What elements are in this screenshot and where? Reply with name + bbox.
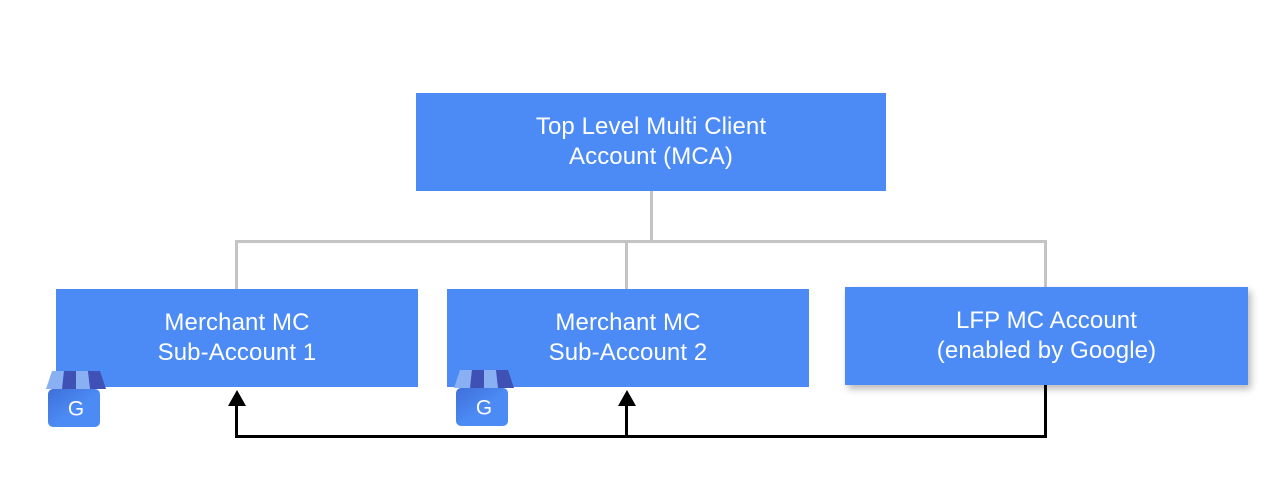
connector-drop-lfp [1044, 240, 1047, 288]
feedback-line-lfp-stem [1044, 385, 1047, 438]
node-top-level-mca[interactable]: Top Level Multi Client Account (MCA) [416, 93, 886, 191]
node-merchant-mc-sub-account-1[interactable]: Merchant MC Sub-Account 1 [56, 289, 418, 387]
connector-horizontal-bus [235, 240, 1046, 243]
gbp-icon-letter: G [476, 397, 492, 420]
feedback-line-sub2-stem [625, 404, 628, 437]
google-business-profile-storefront-icon: G [454, 370, 514, 426]
connector-drop-sub2 [625, 240, 628, 290]
google-business-profile-storefront-icon: G [46, 371, 106, 427]
connector-drop-sub1 [235, 240, 238, 290]
arrowhead-into-sub2-icon [618, 390, 636, 406]
arrowhead-into-sub1-icon [228, 390, 246, 406]
gbp-icon-letter: G [68, 398, 84, 421]
connector-mca-trunk [650, 191, 653, 242]
feedback-line-bottom [235, 435, 1047, 438]
node-lfp-mc-account[interactable]: LFP MC Account (enabled by Google) [845, 287, 1248, 385]
feedback-line-sub1-stem [235, 404, 238, 437]
